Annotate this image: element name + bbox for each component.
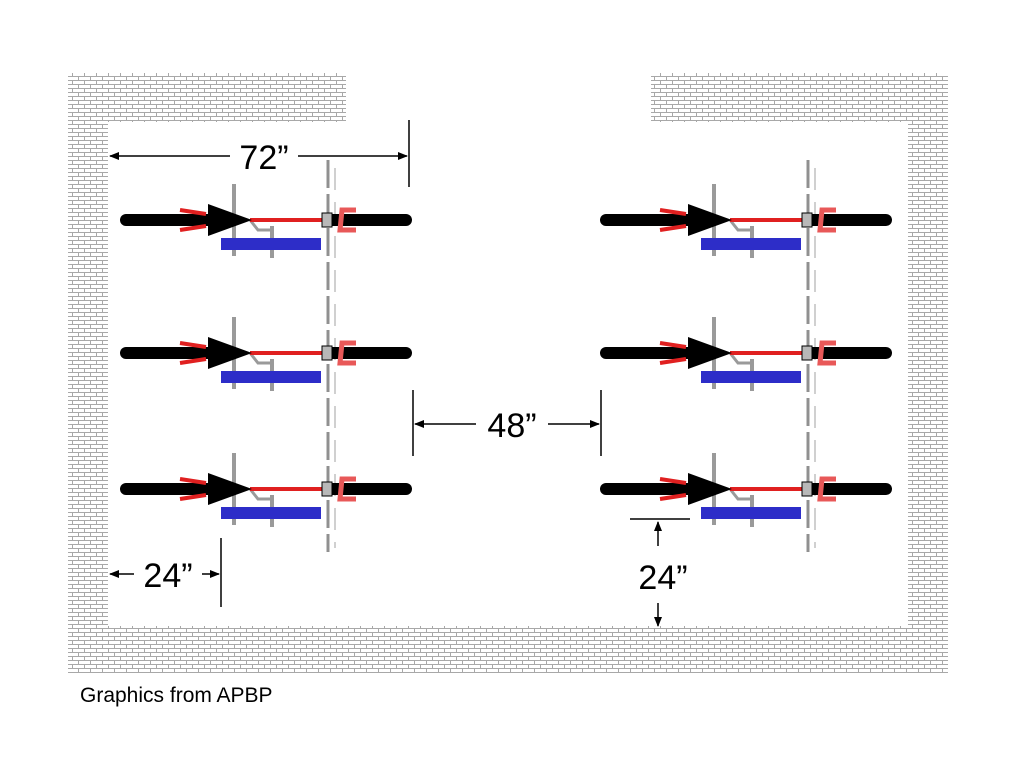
saddle (208, 204, 252, 236)
rack-bar (701, 507, 801, 519)
bicycle-icon (600, 184, 892, 258)
pedals (179, 341, 207, 365)
bicycle-icon (600, 317, 892, 391)
handlebar (817, 340, 836, 366)
saddle (208, 473, 252, 505)
handlebar (337, 476, 356, 502)
pedals (179, 208, 207, 232)
rack-length-label: 72” (239, 139, 288, 177)
saddle (688, 337, 732, 369)
handlebar (337, 340, 356, 366)
saddle (688, 204, 732, 236)
end-clearance-label: 24” (638, 559, 687, 597)
frame-gray (728, 219, 754, 232)
handlebar (817, 207, 836, 233)
head-tube (801, 481, 813, 497)
pedals (659, 477, 687, 501)
frame-gray (248, 488, 274, 501)
wall-top-left (68, 73, 346, 122)
wall-left (68, 73, 108, 673)
rack-bar (221, 507, 321, 519)
brick-wall-icon (68, 73, 948, 673)
rack-bar (701, 371, 801, 383)
bicycle-icon (600, 453, 892, 527)
handlebar (337, 207, 356, 233)
dimension-side-clearance: 24” (109, 538, 222, 607)
frame-gray (248, 352, 274, 365)
dimension-aisle-width: 48” (412, 390, 602, 456)
pedals (659, 341, 687, 365)
head-tube (801, 212, 813, 228)
pedals (179, 477, 207, 501)
rack-bar (221, 371, 321, 383)
saddle (208, 337, 252, 369)
head-tube (801, 345, 813, 361)
bike-rows (120, 160, 892, 552)
frame-gray (248, 219, 274, 232)
wall-bottom (68, 626, 948, 673)
dimension-rack-length: 72” (109, 120, 410, 187)
side-clearance-label: 24” (143, 557, 192, 595)
wall-top-right (651, 73, 948, 122)
rack-bar (701, 238, 801, 250)
dimension-end-clearance: 24” (630, 518, 690, 627)
rack-bar (221, 238, 321, 250)
head-tube (321, 345, 333, 361)
bicycle-icon (120, 184, 412, 258)
wall-right (908, 73, 948, 673)
frame-gray (728, 352, 754, 365)
head-tube (321, 481, 333, 497)
bicycle-icon (120, 453, 412, 527)
aisle-width-label: 48” (487, 407, 536, 445)
caption: Graphics from APBP (80, 684, 273, 707)
saddle (688, 473, 732, 505)
frame-gray (728, 488, 754, 501)
pedals (659, 208, 687, 232)
handlebar (817, 476, 836, 502)
head-tube (321, 212, 333, 228)
bicycle-icon (120, 317, 412, 391)
